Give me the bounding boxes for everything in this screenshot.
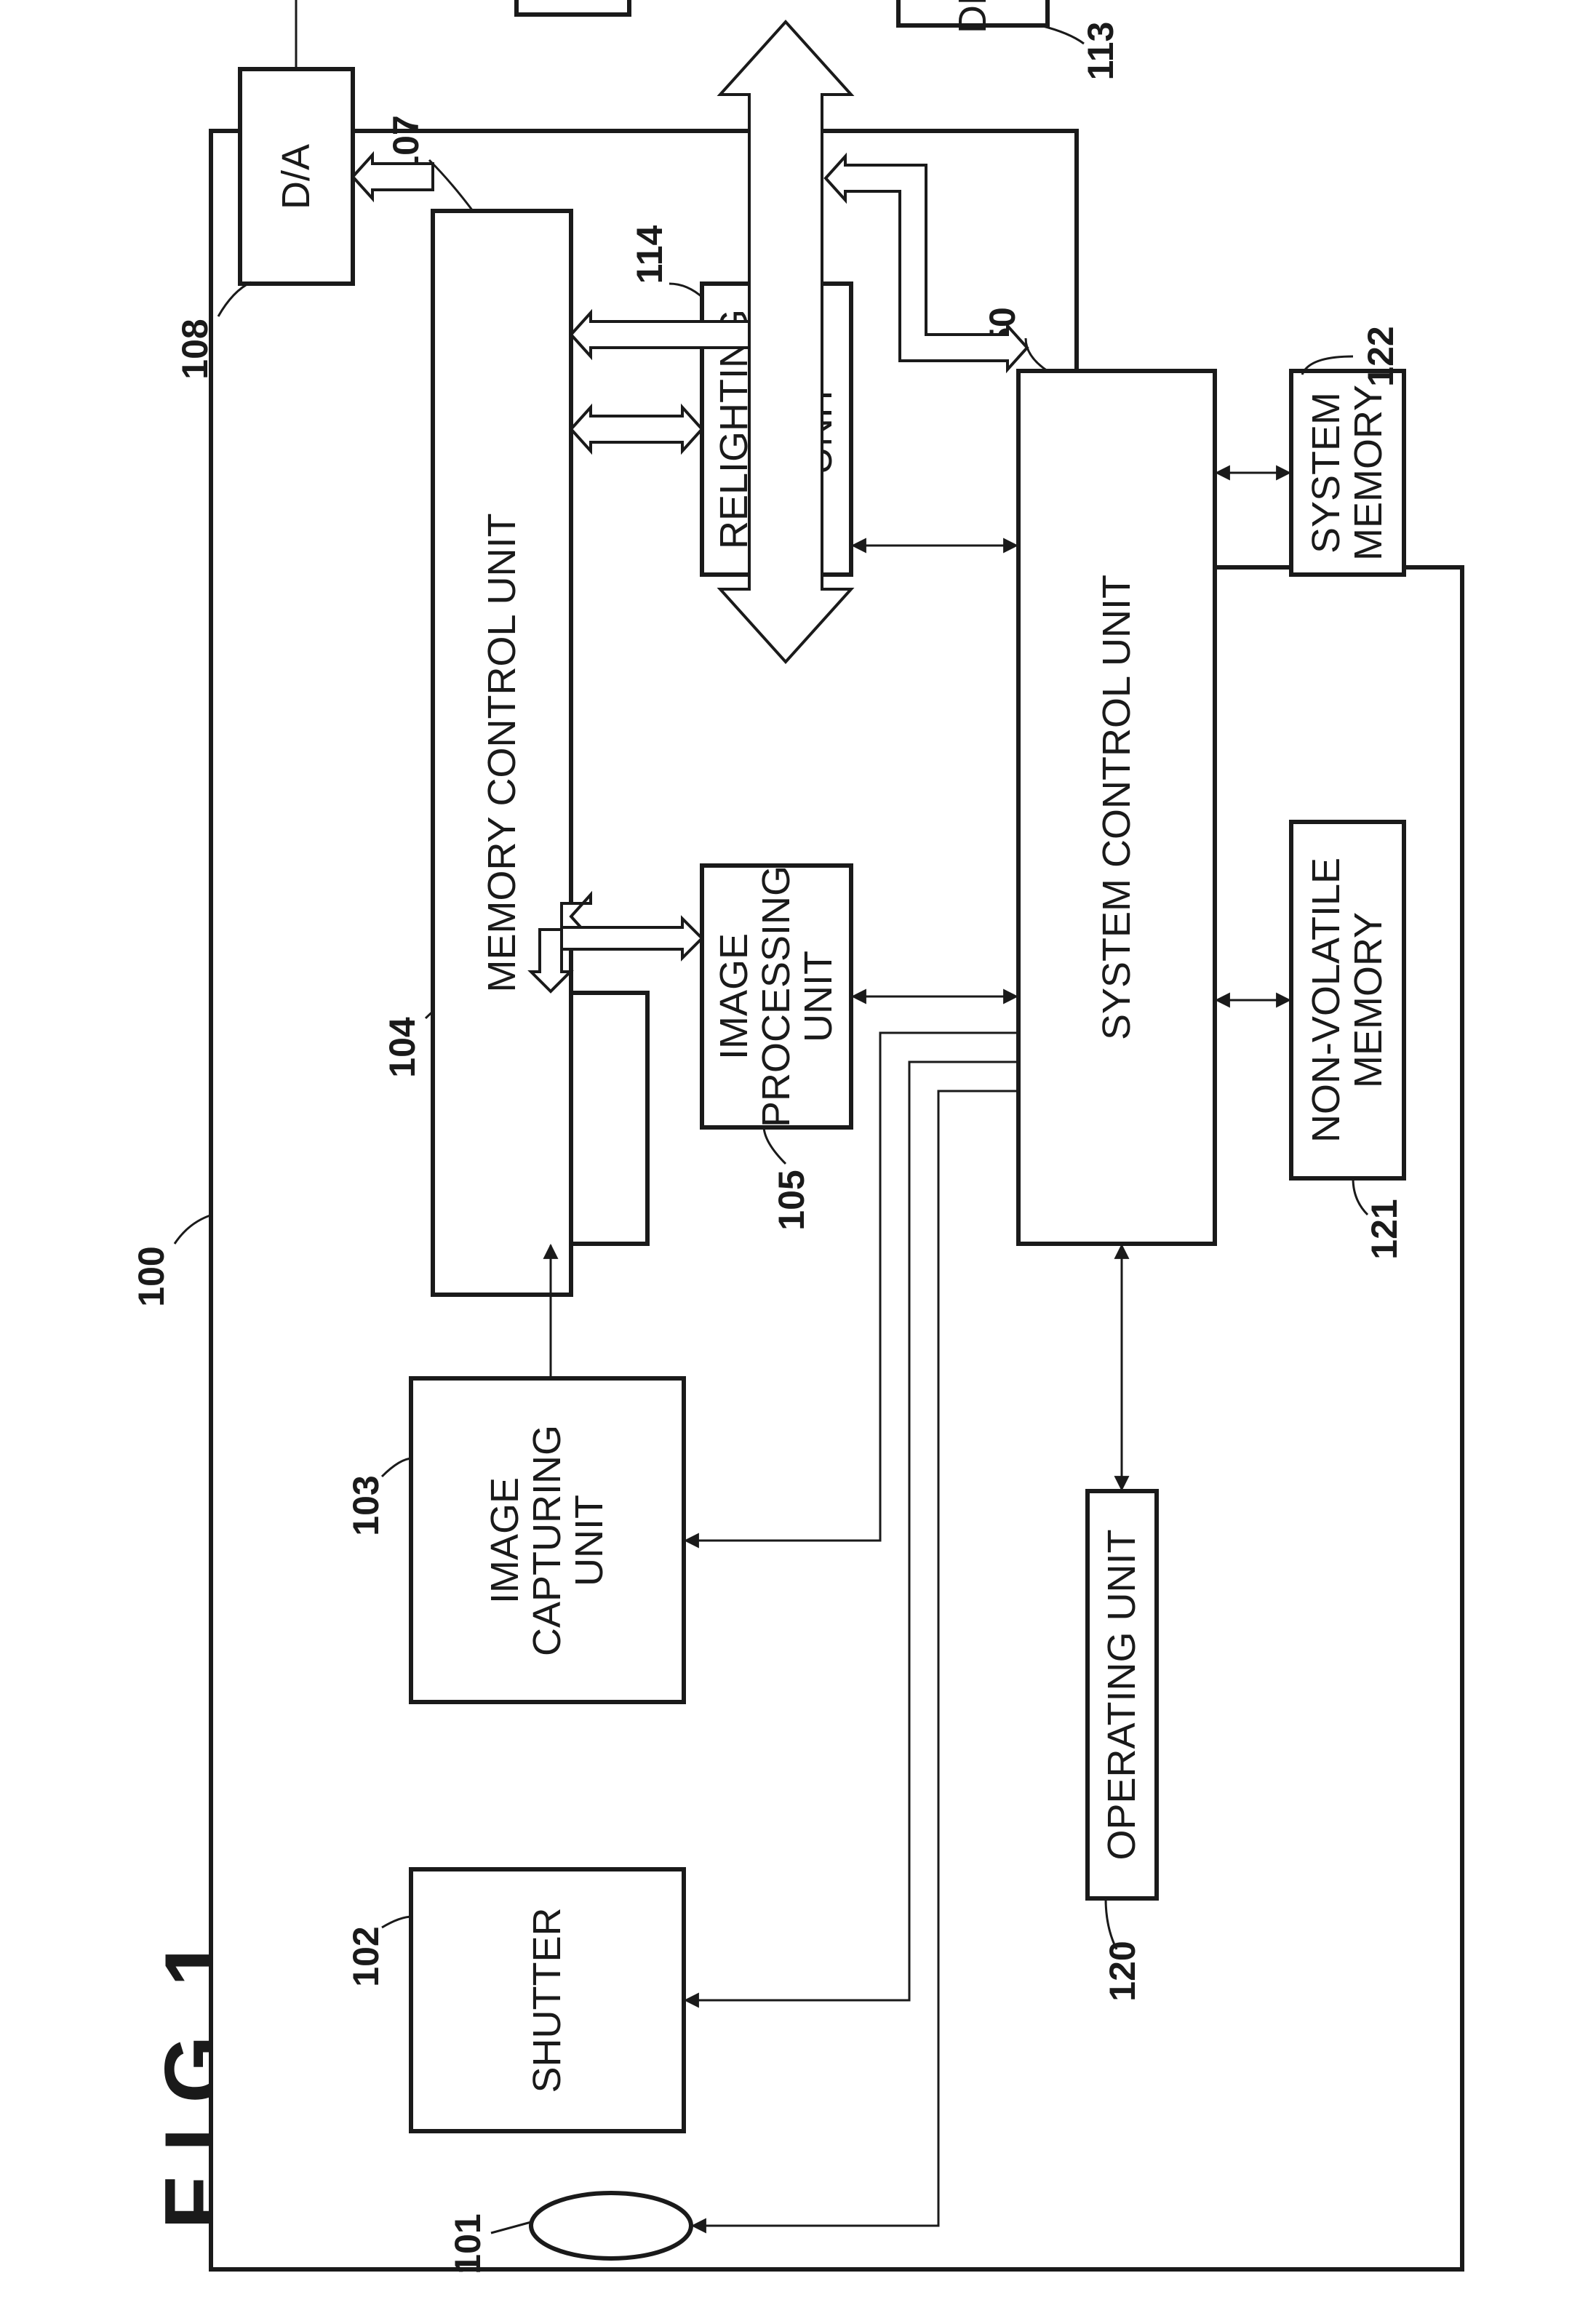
- ref-relighting: 114: [629, 225, 670, 284]
- ref-ad: 104: [382, 1017, 423, 1078]
- label-line: OPERATING UNIT: [1100, 1529, 1144, 1860]
- da-label: D/A: [274, 144, 318, 209]
- shutter-label: SHUTTER: [525, 1908, 569, 2093]
- label-line: UNIT: [797, 951, 840, 1042]
- label-line: DETECTION: [951, 0, 994, 33]
- label-line: CAPTURING: [525, 1425, 569, 1656]
- label-line: MEMORY: [572, 0, 615, 1]
- ref-system-memory: 122: [1360, 326, 1401, 386]
- label-line: MEMORY CONTROL UNIT: [480, 513, 524, 992]
- label-line: PROCESSING: [754, 866, 798, 1127]
- label-line: IMAGE: [712, 933, 756, 1060]
- lens-icon: [531, 2193, 691, 2258]
- image-memory-block: [516, 0, 629, 15]
- label-line: MEMORY: [1346, 912, 1390, 1088]
- label-line: SYSTEM: [1304, 392, 1348, 554]
- ref-operating: 120: [1102, 1941, 1143, 2001]
- ref-non-volatile: 121: [1364, 1199, 1405, 1259]
- label-line: IMAGE: [483, 1477, 527, 1604]
- system-control-label: SYSTEM CONTROL UNIT: [1095, 575, 1138, 1040]
- label-line: NON-VOLATILE: [1304, 858, 1348, 1143]
- ref-da: 108: [175, 319, 215, 379]
- ref-camera: 100: [131, 1246, 172, 1306]
- ref-image-capturing: 103: [346, 1475, 386, 1535]
- label-line: SYSTEM CONTROL UNIT: [1095, 575, 1138, 1040]
- system-memory-label: SYSTEMMEMORY: [1304, 385, 1390, 561]
- memory-control-label: MEMORY CONTROL UNIT: [480, 513, 524, 992]
- ref-shutter: 102: [346, 1926, 386, 1986]
- label-line: D/A: [274, 144, 318, 209]
- label-line: UNIT: [567, 1495, 611, 1586]
- ref-image-processing: 105: [771, 1170, 812, 1230]
- label-line: SHUTTER: [525, 1908, 569, 2093]
- label-line: MEMORY: [1346, 385, 1390, 561]
- operating-label: OPERATING UNIT: [1100, 1529, 1144, 1860]
- ref-lens: 101: [447, 2213, 488, 2274]
- ref-face-detection: 113: [1080, 22, 1121, 81]
